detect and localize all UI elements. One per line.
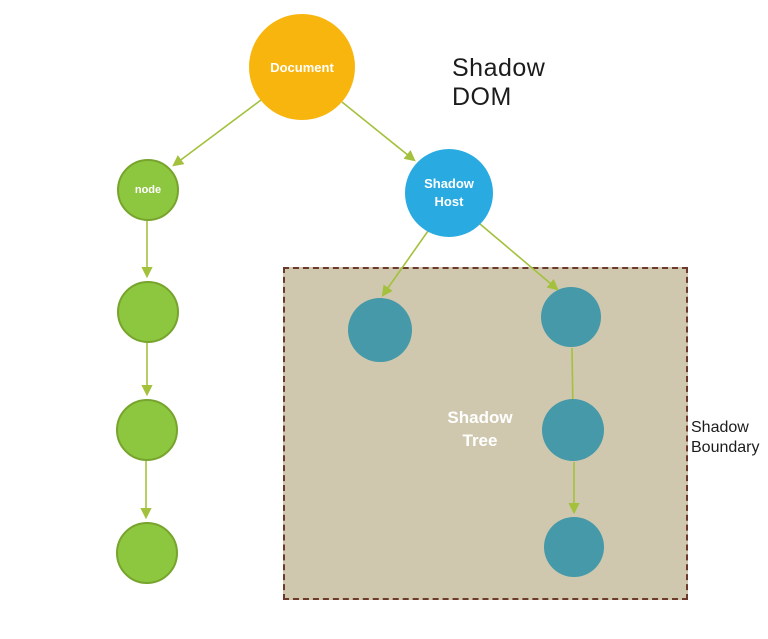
shadow-tree-node-circle [544,517,604,577]
document-node-label: Document [270,59,334,75]
shadow-tree-node-circle [348,298,412,362]
document-node-circle: Document [249,14,355,120]
shadow-tree-node-circle [541,287,601,347]
dom-node-circle [116,399,178,461]
shadow-tree-label: Shadow Tree [447,408,513,450]
edge-document-to-shadow-host [341,101,416,162]
diagram-title: Shadow DOM [452,54,546,111]
shadow-tree-node-circle [542,399,604,461]
edge-document-to-node [172,99,262,167]
dom-node-circle: node [117,159,179,221]
dom-node-label: node [134,184,162,196]
dom-node-circle [116,522,178,584]
dom-node-circle [117,281,179,343]
shadow-host-circle: Shadow Host [405,149,493,237]
shadow-boundary-label: Shadow Boundary [691,419,760,456]
shadow-host-label: Shadow Host [424,176,474,209]
